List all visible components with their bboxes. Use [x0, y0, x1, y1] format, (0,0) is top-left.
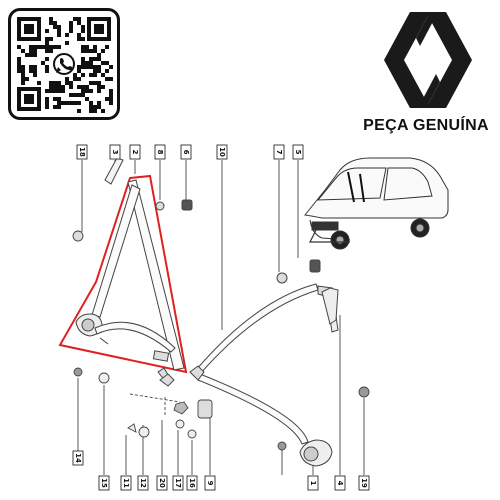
callout-text: 4 [336, 481, 344, 486]
callout-text: 18 [78, 147, 86, 157]
callout-4: 4 [334, 475, 346, 491]
callout-7: 7 [273, 144, 285, 160]
callout-text: 6 [182, 150, 190, 155]
callout-text: 1 [309, 481, 317, 486]
callout-text: 11 [122, 478, 130, 488]
left-seatbelt-assembly [75, 157, 193, 383]
callout-text: 19 [360, 478, 368, 488]
callout-14: 14 [72, 450, 84, 466]
callout-text: 16 [188, 478, 196, 488]
highlight-outline [58, 174, 188, 374]
car-thumbnail [304, 157, 449, 250]
callout-3: 3 [109, 144, 121, 160]
callout-18: 18 [76, 144, 88, 160]
leader-lines [77, 160, 365, 475]
callout-text: 5 [294, 150, 302, 155]
callout-9: 9 [204, 475, 216, 491]
callout-15: 15 [98, 475, 110, 491]
callout-8: 8 [154, 144, 166, 160]
callout-1: 1 [307, 475, 319, 491]
callout-text: 15 [100, 478, 108, 488]
callout-17: 17 [172, 475, 184, 491]
callout-12: 12 [137, 475, 149, 491]
callout-2: 2 [129, 144, 141, 160]
callout-6: 6 [180, 144, 192, 160]
renault-diamond-logo-icon [384, 12, 472, 108]
callout-20: 20 [156, 475, 168, 491]
callout-10: 10 [216, 144, 228, 160]
callout-text: 2 [131, 150, 139, 155]
callout-text: 17 [174, 478, 182, 488]
qr-code-frame[interactable] [8, 8, 120, 120]
qr-code [17, 17, 113, 113]
right-seatbelt-assembly [159, 259, 339, 467]
callout-text: 9 [206, 481, 214, 486]
callout-19: 19 [358, 475, 370, 491]
callout-text: 12 [139, 478, 147, 488]
whatsapp-icon [51, 51, 77, 77]
callout-text: 7 [275, 150, 283, 155]
hardware-parts [72, 230, 370, 451]
callout-text: 8 [156, 150, 164, 155]
genuine-part-label: PEÇA GENUÍNA [363, 117, 489, 134]
callout-text: 3 [111, 150, 119, 155]
callout-text: 10 [218, 147, 226, 157]
callout-text: 14 [74, 453, 82, 463]
callout-text: 20 [158, 478, 166, 488]
callout-11: 11 [120, 475, 132, 491]
callout-5: 5 [292, 144, 304, 160]
callout-16: 16 [186, 475, 198, 491]
